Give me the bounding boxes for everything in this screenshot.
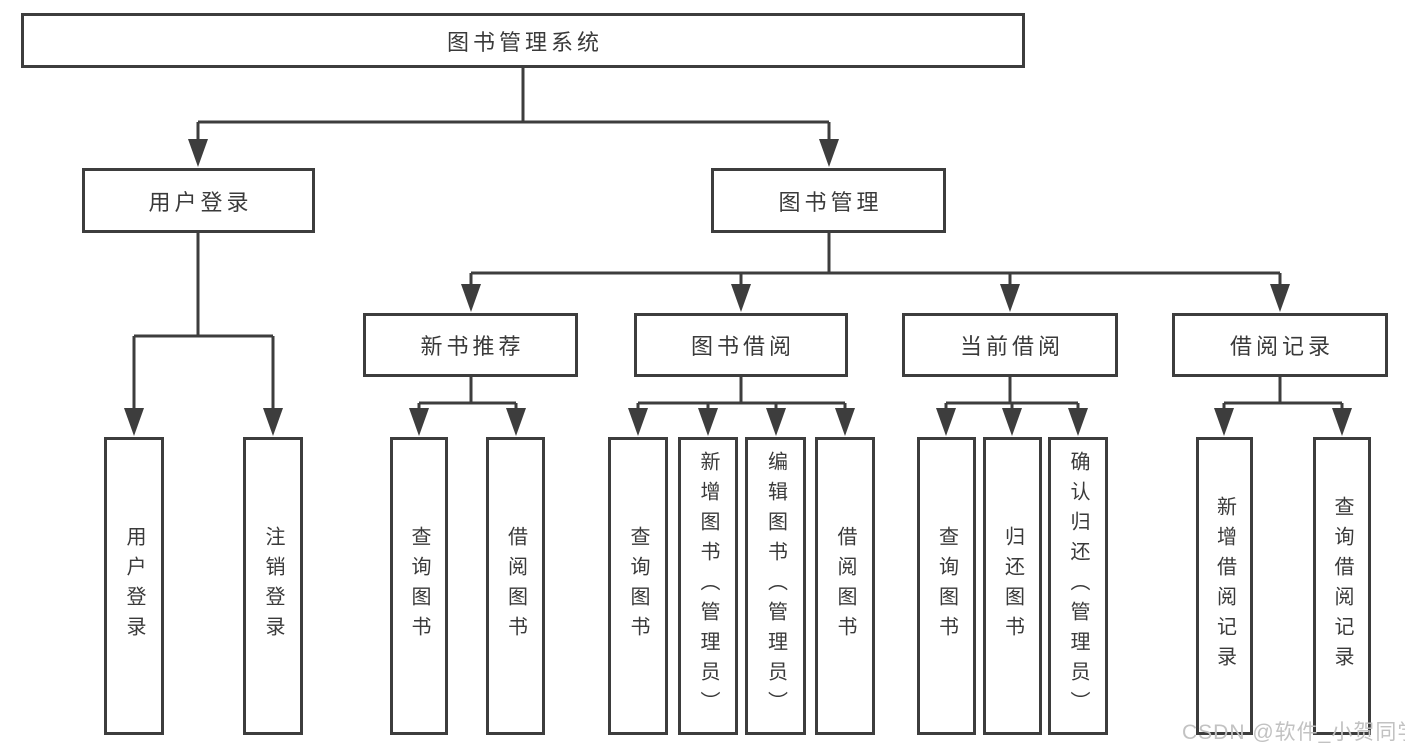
node-new-book-recommend: 新书推荐 xyxy=(363,313,578,377)
leaf-return-book-label: 归还图书 xyxy=(1001,526,1024,646)
node-current-borrow-label: 当前借阅 xyxy=(959,334,1064,359)
leaf-borrow-books: 借阅图书 xyxy=(815,437,875,735)
leaf-query-borrow-record-label: 查询借阅记录 xyxy=(1331,496,1353,676)
node-book-management-label: 图书管理 xyxy=(778,189,883,215)
leaf-borrow-books-recommend: 借阅图书 xyxy=(486,437,545,735)
leaf-query-books-borrow-label: 查询图书 xyxy=(627,526,649,646)
node-borrow-records-label: 借阅记录 xyxy=(1229,334,1334,359)
leaf-add-borrow-record-label: 新增借阅记录 xyxy=(1213,496,1236,676)
leaf-logout-label: 注销登录 xyxy=(262,526,284,646)
leaf-query-books-current-label: 查询图书 xyxy=(935,526,958,646)
node-book-borrow-label: 图书借阅 xyxy=(690,334,795,359)
leaf-user-login: 用户登录 xyxy=(104,437,164,735)
node-user-login: 用户登录 xyxy=(82,168,315,233)
leaf-query-books-current: 查询图书 xyxy=(917,437,976,735)
leaf-return-book: 归还图书 xyxy=(983,437,1042,735)
node-current-borrow: 当前借阅 xyxy=(902,313,1118,377)
node-book-management: 图书管理 xyxy=(711,168,946,233)
leaf-edit-book-admin-label: 编辑图书（管理员） xyxy=(764,451,787,721)
leaf-logout: 注销登录 xyxy=(243,437,303,735)
leaf-query-books-borrow: 查询图书 xyxy=(608,437,668,735)
node-user-login-label: 用户登录 xyxy=(148,189,253,215)
leaf-query-books-recommend: 查询图书 xyxy=(390,437,448,735)
leaf-confirm-return-admin-label: 确认归还（管理员） xyxy=(1067,451,1089,721)
leaf-query-books-recommend-label: 查询图书 xyxy=(408,526,430,646)
node-new-book-recommend-label: 新书推荐 xyxy=(420,334,525,359)
leaf-add-book-admin: 新增图书（管理员） xyxy=(678,437,738,735)
leaf-add-book-admin-label: 新增图书（管理员） xyxy=(697,451,719,721)
leaf-borrow-books-label: 借阅图书 xyxy=(834,526,856,646)
node-root-label: 图书管理系统 xyxy=(446,29,603,55)
leaf-borrow-books-recommend-label: 借阅图书 xyxy=(504,526,527,646)
leaf-add-borrow-record: 新增借阅记录 xyxy=(1196,437,1253,735)
node-root: 图书管理系统 xyxy=(21,13,1025,68)
leaf-query-borrow-record: 查询借阅记录 xyxy=(1313,437,1371,735)
node-borrow-records: 借阅记录 xyxy=(1172,313,1388,377)
node-book-borrow: 图书借阅 xyxy=(634,313,848,377)
csdn-watermark: CSDN @软件_小贺同学 xyxy=(1182,721,1405,744)
leaf-edit-book-admin: 编辑图书（管理员） xyxy=(745,437,806,735)
leaf-user-login-label: 用户登录 xyxy=(123,526,145,646)
leaf-confirm-return-admin: 确认归还（管理员） xyxy=(1048,437,1108,735)
